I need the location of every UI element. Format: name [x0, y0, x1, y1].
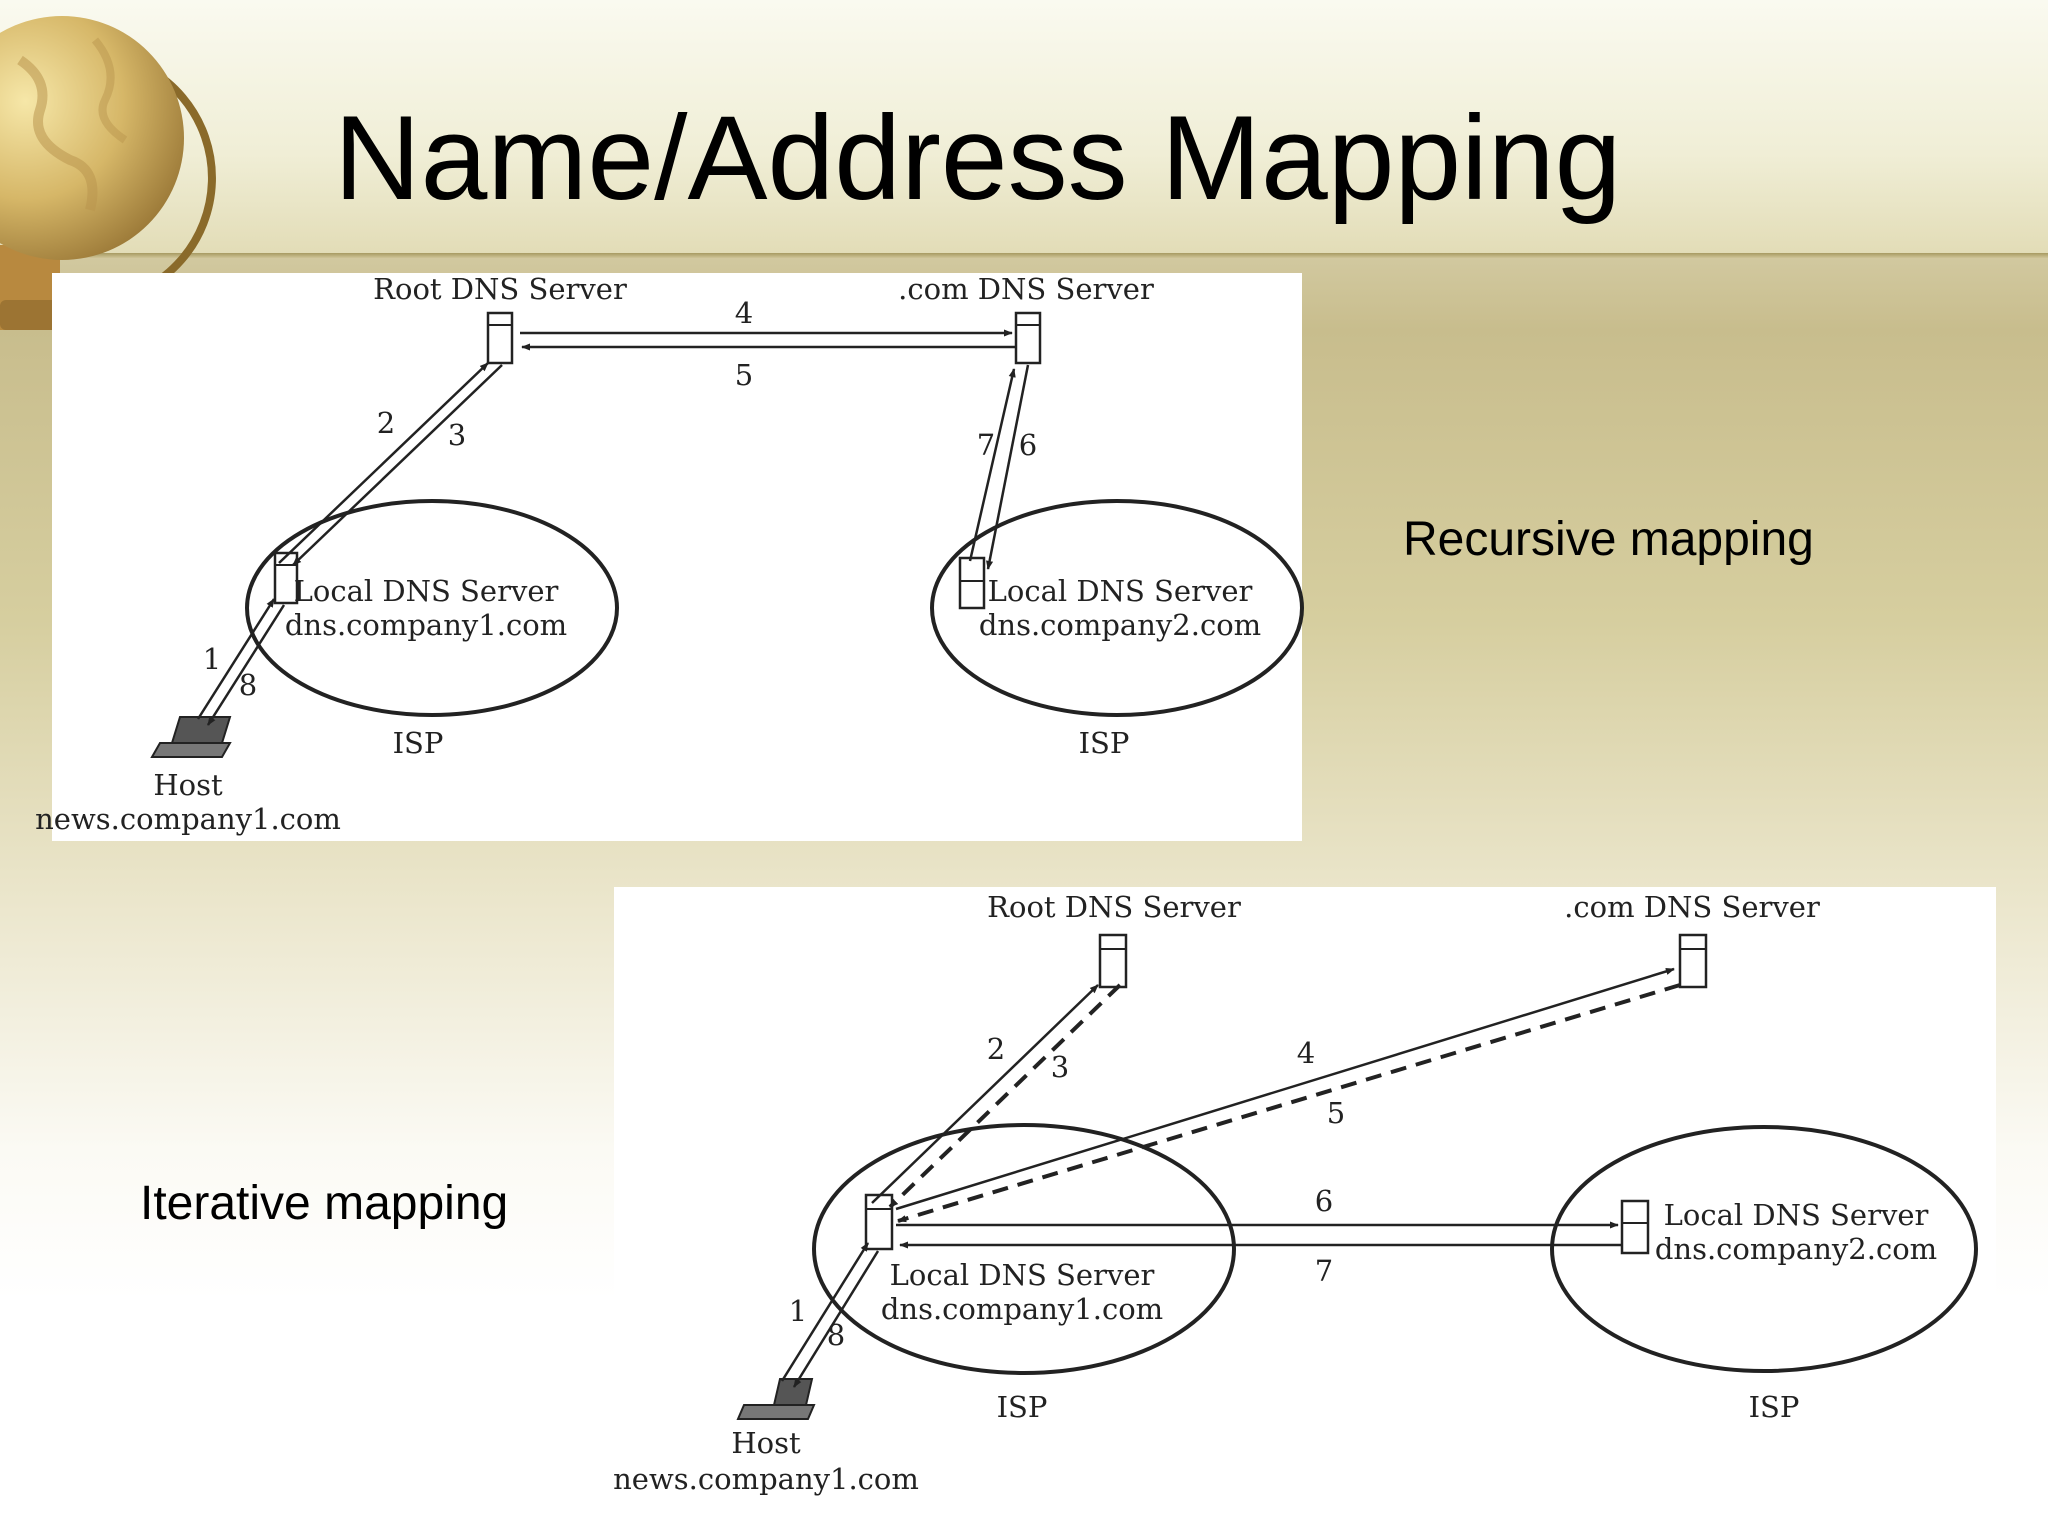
host-label: Host — [731, 1426, 801, 1460]
root-server-label: Root DNS Server — [373, 272, 627, 306]
com-server-label: .com DNS Server — [898, 272, 1154, 306]
step-label: 3 — [448, 418, 466, 452]
step-label: 4 — [735, 296, 753, 330]
server-icon — [1014, 311, 1042, 365]
step-label: 6 — [1315, 1184, 1333, 1218]
laptop-icon — [736, 1378, 816, 1420]
local1-name: Local DNS Server — [294, 574, 559, 608]
server-icon — [1620, 1199, 1650, 1255]
local1-host: dns.company1.com — [285, 608, 567, 642]
title-band — [0, 0, 2048, 256]
iterative-caption: Iterative mapping — [140, 1177, 509, 1230]
iterative-diagram: Root DNS Server .com DNS Server Local DN… — [613, 887, 1996, 1507]
isp-label: ISP — [997, 1390, 1048, 1424]
host-label: Host — [153, 768, 223, 802]
local2-name: Local DNS Server — [1664, 1198, 1929, 1232]
step-label: 6 — [1019, 428, 1037, 462]
isp-label: ISP — [1749, 1390, 1800, 1424]
local2-host: dns.company2.com — [1655, 1232, 1937, 1266]
cloud-icon — [1550, 1125, 1978, 1373]
cloud-icon — [245, 499, 619, 717]
host-name: news.company1.com — [35, 802, 341, 836]
com-server-label: .com DNS Server — [1564, 890, 1820, 924]
local1-host: dns.company1.com — [881, 1292, 1163, 1326]
recursive-diagram: Root DNS Server .com DNS Server Local DN… — [35, 272, 1304, 841]
cloud-icon — [930, 499, 1304, 717]
cloud-icon — [812, 1123, 1236, 1375]
isp-label: ISP — [393, 726, 444, 760]
local1-name: Local DNS Server — [890, 1258, 1155, 1292]
local2-name: Local DNS Server — [988, 574, 1253, 608]
server-icon — [1098, 933, 1128, 989]
step-label: 8 — [239, 668, 257, 702]
step-label: 5 — [735, 358, 753, 392]
local2-host: dns.company2.com — [979, 608, 1261, 642]
step-label: 8 — [827, 1318, 845, 1352]
step-label: 1 — [203, 642, 221, 676]
server-icon — [864, 1193, 894, 1251]
slide-title: Name/Address Mapping — [334, 91, 1622, 225]
step-label: 2 — [377, 406, 395, 440]
step-label: 5 — [1327, 1096, 1345, 1130]
server-icon — [1678, 933, 1708, 989]
server-icon — [273, 551, 299, 605]
host-name: news.company1.com — [613, 1462, 919, 1496]
laptop-icon — [150, 716, 232, 758]
globe-icon — [0, 16, 216, 330]
step-label: 4 — [1297, 1036, 1315, 1070]
step-label: 1 — [789, 1294, 807, 1328]
server-icon — [486, 311, 514, 365]
step-label: 7 — [1315, 1254, 1333, 1288]
root-server-label: Root DNS Server — [987, 890, 1241, 924]
step-label: 7 — [977, 428, 995, 462]
recursive-caption: Recursive mapping — [1403, 513, 1814, 566]
step-label: 3 — [1051, 1050, 1069, 1084]
title-divider — [0, 253, 2048, 258]
step-label: 2 — [987, 1032, 1005, 1066]
isp-label: ISP — [1079, 726, 1130, 760]
server-icon — [958, 556, 986, 610]
